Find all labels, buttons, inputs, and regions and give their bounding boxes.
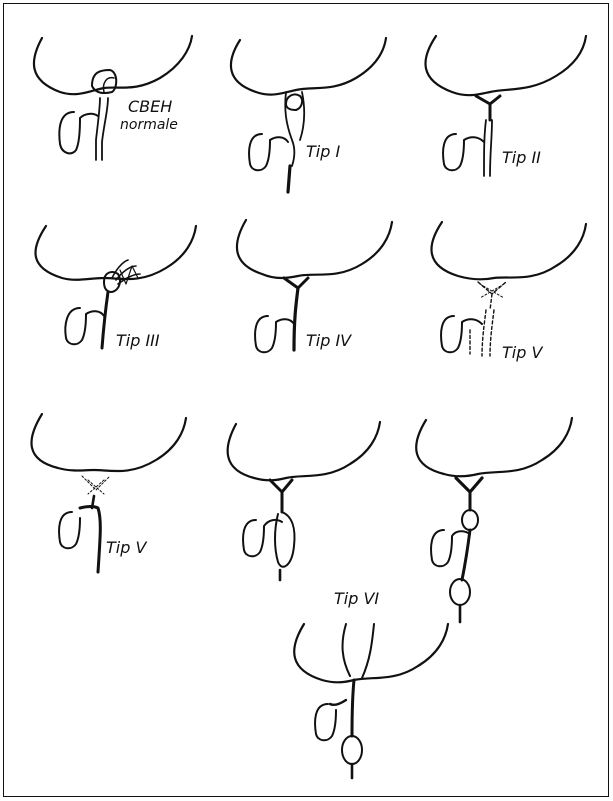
label-normal-normale: normale xyxy=(120,118,178,132)
label-normal-cbeh: CBEH xyxy=(128,99,172,115)
panel-tip-6b xyxy=(416,418,572,622)
label-tip-1: Tip I xyxy=(306,144,340,160)
panel-tip-1 xyxy=(231,38,386,192)
panel-tip-3 xyxy=(35,226,196,348)
label-tip-5a: Tip V xyxy=(502,345,542,361)
panel-tip-6a xyxy=(228,422,380,580)
label-tip-5b: Tip V xyxy=(106,540,146,556)
label-tip-2: Tip II xyxy=(502,150,541,166)
label-tip-4: Tip IV xyxy=(306,333,351,349)
label-tip-3: Tip III xyxy=(116,333,160,349)
panel-tip-6c xyxy=(294,624,448,778)
label-tip-6: Tip VI xyxy=(334,591,379,607)
panel-tip-5a xyxy=(431,222,586,356)
